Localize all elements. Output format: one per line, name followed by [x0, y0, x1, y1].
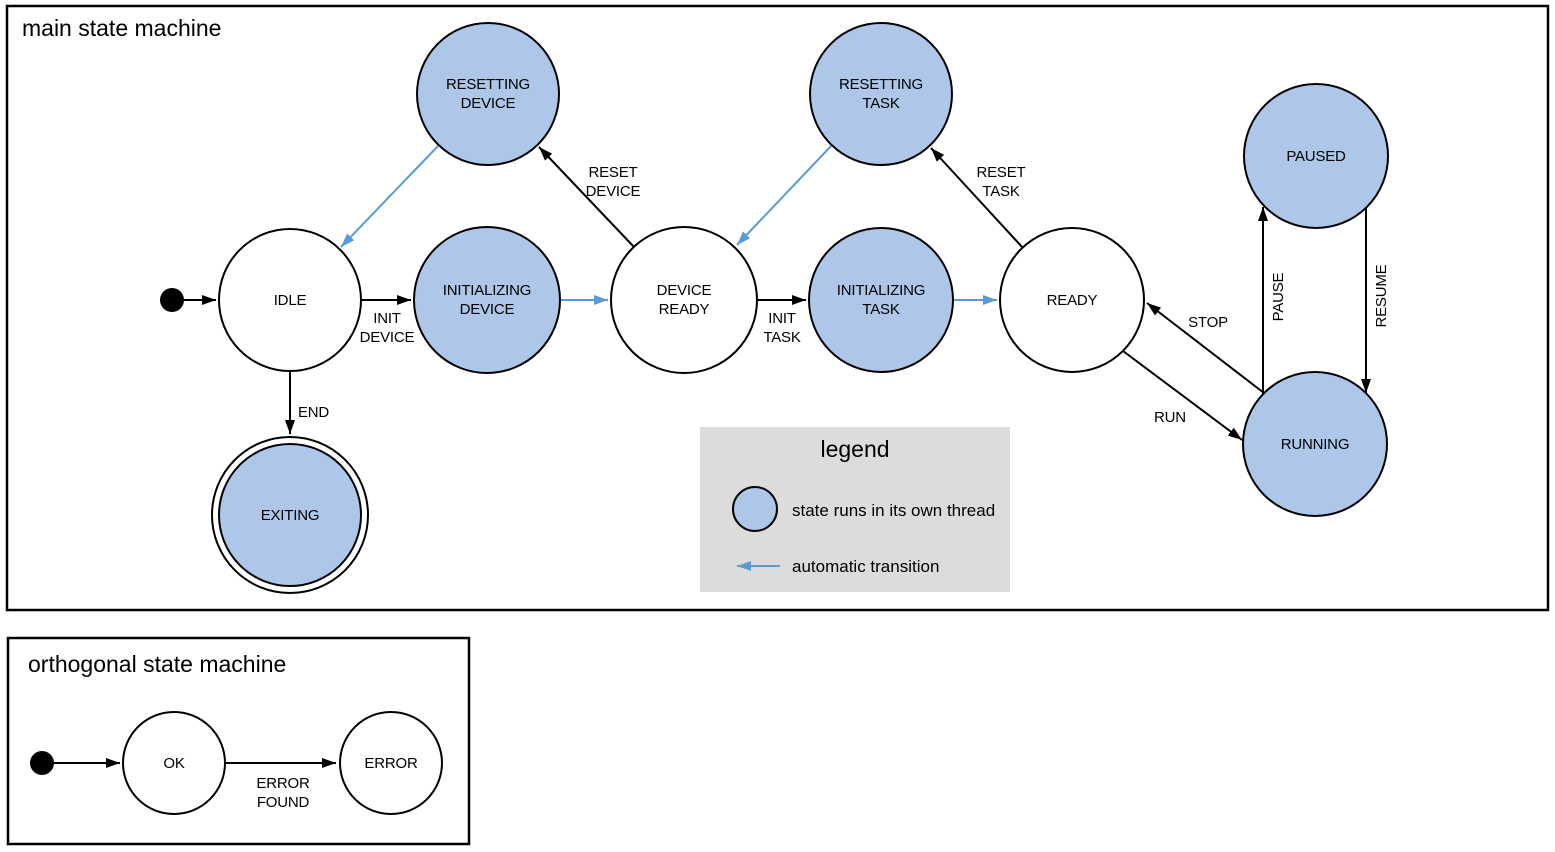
- orthogonal-initial-state-dot: [30, 751, 54, 775]
- transition-auto-resetting-task-to-device-ready: [736, 144, 833, 246]
- initial-state-dot: [160, 288, 184, 312]
- state-resetting-device-label-line1: RESETTING: [446, 76, 530, 93]
- state-device-ready: [610, 226, 758, 374]
- state-device-ready-label-line1: DEVICE: [657, 282, 712, 299]
- state-resetting-task-label-line1: RESETTING: [839, 76, 923, 93]
- state-exiting-label: EXITING: [261, 507, 320, 524]
- state-resetting-task-label-line2: TASK: [862, 95, 899, 112]
- state-resetting-device-label-line2: DEVICE: [461, 95, 516, 112]
- state-device-ready-label-line2: READY: [659, 301, 710, 318]
- main-state-machine-panel: main state machine IDLE INITIALIZING DEV: [5, 4, 1550, 612]
- transition-ready-to-resetting-task: [930, 147, 1024, 249]
- legend-title: legend: [820, 436, 889, 462]
- state-initializing-task-label-line2: TASK: [862, 301, 899, 318]
- transition-end-label: END: [298, 404, 329, 421]
- transition-init-task-label-line2: TASK: [763, 329, 800, 346]
- transition-pause-label: PAUSE: [1270, 272, 1287, 321]
- state-error: [339, 711, 443, 815]
- transition-run-label: RUN: [1154, 409, 1186, 426]
- transition-ready-to-running: [1122, 350, 1243, 441]
- transition-error-found-label-line1: ERROR: [256, 775, 310, 792]
- state-idle-label: IDLE: [274, 292, 307, 309]
- state-idle: [218, 228, 362, 372]
- transition-init-device-label-line2: DEVICE: [360, 329, 415, 346]
- legend-threaded-state-icon: [732, 486, 778, 532]
- transition-reset-task-label-line2: TASK: [982, 183, 1019, 200]
- state-initializing-device: [413, 226, 561, 374]
- state-resetting-device: [416, 22, 560, 166]
- state-ready: [999, 227, 1145, 373]
- legend-threaded-state-label: state runs in its own thread: [792, 501, 995, 520]
- transition-error-found-label-line2: FOUND: [257, 794, 310, 811]
- state-initializing-task-label-line1: INITIALIZING: [837, 282, 925, 299]
- legend-auto-transition-label: automatic transition: [792, 557, 939, 576]
- transition-auto-resetting-device-to-idle: [340, 144, 440, 248]
- main-panel-title: main state machine: [22, 15, 221, 41]
- state-initializing-task: [808, 227, 954, 373]
- state-ready-label: READY: [1047, 292, 1098, 309]
- orthogonal-panel-title: orthogonal state machine: [28, 651, 286, 677]
- state-paused: [1243, 83, 1389, 229]
- state-running-label: RUNNING: [1281, 436, 1350, 453]
- state-paused-label: PAUSED: [1286, 148, 1346, 165]
- transition-device-ready-to-resetting-device: [538, 146, 635, 248]
- transition-reset-device-label-line2: DEVICE: [586, 183, 641, 200]
- state-exiting: [218, 443, 362, 587]
- transition-init-device-label-line1: INIT: [373, 310, 401, 327]
- state-initializing-device-label-line2: DEVICE: [460, 301, 515, 318]
- transition-resume-label: RESUME: [1373, 264, 1390, 327]
- state-ok: [122, 711, 226, 815]
- transition-init-task-label-line1: INIT: [768, 310, 796, 327]
- state-initializing-device-label-line1: INITIALIZING: [443, 282, 531, 299]
- state-error-label: ERROR: [364, 755, 418, 772]
- transition-running-to-ready: [1146, 302, 1265, 394]
- transition-stop-label: STOP: [1188, 314, 1228, 331]
- legend: legend state runs in its own thread auto…: [700, 427, 1010, 592]
- state-running: [1242, 371, 1388, 517]
- state-ok-label: OK: [163, 755, 184, 772]
- state-resetting-task: [809, 22, 953, 166]
- transition-reset-device-label-line1: RESET: [588, 164, 637, 181]
- orthogonal-state-machine-panel: orthogonal state machine OK ERROR ERROR …: [6, 636, 471, 846]
- transition-reset-task-label-line1: RESET: [976, 164, 1025, 181]
